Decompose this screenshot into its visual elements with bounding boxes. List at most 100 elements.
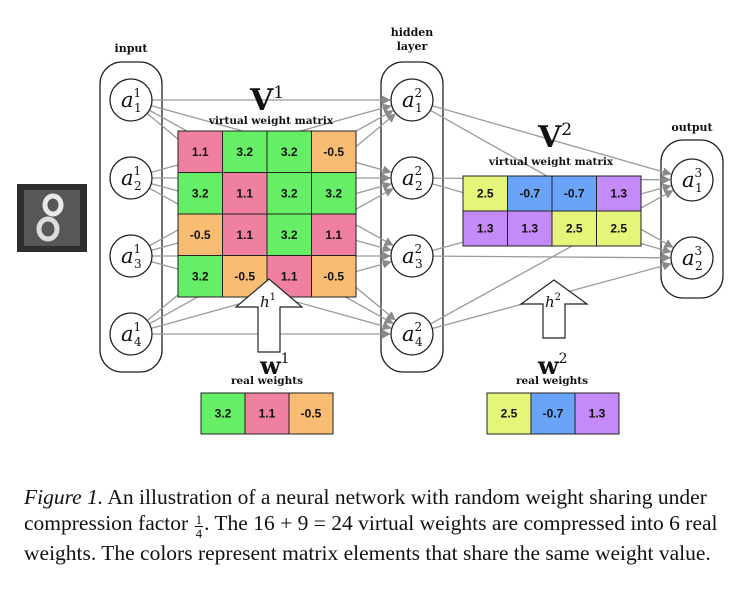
r1-cell-1-2 <box>244 392 290 435</box>
m1-value-3-4: 1.1 <box>325 228 342 242</box>
r2-value-1-1: 2.5 <box>501 407 518 421</box>
r2-cell-1-3 <box>574 392 620 435</box>
h2-symbol: h2 <box>545 292 561 311</box>
virtual-weight-matrix-label-1: virtual weight matrix <box>208 115 334 127</box>
m1-value-2-1: 3.2 <box>192 186 209 200</box>
m1-value-2-3: 3.2 <box>281 186 298 200</box>
input-digit-image <box>17 184 87 252</box>
real-weights-label-2: real weights <box>516 375 588 387</box>
node-input-1 <box>109 78 153 122</box>
hidden-layer-box <box>380 61 444 373</box>
m2-cell-2-1 <box>462 210 508 247</box>
hidden-label-line2: layer <box>397 40 428 53</box>
node-input-4 <box>109 312 153 356</box>
m1-value-3-2: 1.1 <box>236 228 253 242</box>
m2-value-2-2: 1.3 <box>521 222 538 236</box>
m2-cell-2-2 <box>507 210 553 247</box>
m1-value-3-1: -0.5 <box>190 228 211 242</box>
node-hidden-1 <box>390 78 434 122</box>
m1-value-4-4: -0.5 <box>323 269 344 283</box>
v2-symbol: V2 <box>537 120 572 155</box>
m1-cell-3-1 <box>177 213 223 256</box>
m1-cell-3-3 <box>266 213 312 256</box>
r1-cell-1-1 <box>200 392 246 435</box>
edge-l2-1-1 <box>432 105 672 177</box>
hash-arrow-1 <box>234 278 304 353</box>
node-hidden-2 <box>390 156 434 200</box>
m1-value-4-1: 3.2 <box>192 269 209 283</box>
m2-value-2-3: 2.5 <box>566 222 583 236</box>
m2-value-1-1: 2.5 <box>477 187 494 201</box>
v1-symbol: V1 <box>249 83 284 118</box>
w2-symbol: w2 <box>537 351 568 380</box>
fraction-denominator: 4 <box>195 526 203 541</box>
hidden-label-line1: hidden <box>391 26 434 39</box>
output-label: output <box>671 121 713 134</box>
fraction-numerator: 1 <box>194 512 204 527</box>
input-layer-box <box>99 61 163 373</box>
node-output-2 <box>670 236 714 280</box>
r1-value-1-1: 3.2 <box>215 407 232 421</box>
m1-cell-1-3 <box>266 130 312 173</box>
virtual-weight-matrix-1: 1.1 3.2 3.2 -0.5 3.2 1.1 3.2 3.2 -0.5 1.1 3.2 1.1 3.… <box>177 130 357 298</box>
m1-value-1-4: -0.5 <box>323 145 344 159</box>
m1-value-1-2: 3.2 <box>236 145 253 159</box>
h1-symbol: h1 <box>260 292 276 311</box>
r2-cell-1-1 <box>486 392 532 435</box>
real-weights-1: 3.2 1.1 -0.5 <box>200 392 334 435</box>
m1-value-4-3: 1.1 <box>281 269 298 283</box>
r1-cell-1-3 <box>288 392 334 435</box>
virtual-weight-matrix-label-2: virtual weight matrix <box>488 156 614 168</box>
m2-value-1-3: -0.7 <box>564 187 585 201</box>
node-input-3 <box>109 234 153 278</box>
m1-cell-2-1 <box>177 172 223 215</box>
m1-value-4-2: -0.5 <box>234 269 255 283</box>
m1-value-1-3: 3.2 <box>281 145 298 159</box>
r2-value-1-3: 1.3 <box>589 407 606 421</box>
virtual-weight-matrix-2: 2.5 -0.7 -0.7 1.3 1.3 1.3 2.5 2.5 <box>462 175 642 247</box>
m2-value-2-1: 1.3 <box>477 222 494 236</box>
node-hidden-3 <box>390 234 434 278</box>
r2-cell-1-2 <box>530 392 576 435</box>
real-weights-2: 2.5 -0.7 1.3 <box>486 392 620 435</box>
m1-value-2-2: 1.1 <box>236 186 253 200</box>
node-input-2 <box>109 156 153 200</box>
m1-cell-1-4 <box>311 130 357 173</box>
m1-value-3-3: 3.2 <box>281 228 298 242</box>
m1-cell-2-4 <box>311 172 357 215</box>
caption-text-2: . The 16 + 9 = 24 virtual weights are co… <box>24 511 718 565</box>
m2-value-2-4: 2.5 <box>610 222 627 236</box>
m1-value-1-1: 1.1 <box>192 145 209 159</box>
r1-value-1-3: -0.5 <box>301 407 322 421</box>
w1-symbol: w1 <box>259 351 290 380</box>
caption-label: Figure 1. <box>24 485 104 509</box>
m1-value-2-4: 3.2 <box>325 186 342 200</box>
r2-value-1-2: -0.7 <box>543 407 564 421</box>
r1-value-1-2: 1.1 <box>259 407 276 421</box>
m2-value-1-2: -0.7 <box>519 187 540 201</box>
m2-value-1-4: 1.3 <box>610 187 627 201</box>
m2-cell-2-4 <box>596 210 642 247</box>
m1-cell-4-1 <box>177 255 223 298</box>
real-weights-label-1: real weights <box>231 375 303 387</box>
input-label: input <box>115 42 149 55</box>
m1-cell-2-2 <box>222 172 268 215</box>
m1-cell-4-4 <box>311 255 357 298</box>
node-output-1 <box>670 158 714 202</box>
caption-text-1: An illustration of a neural network with… <box>24 485 707 535</box>
figure-caption: Figure 1. An illustration of a neural ne… <box>24 484 722 566</box>
node-hidden-4 <box>390 312 434 356</box>
m2-cell-1-4 <box>596 175 642 212</box>
